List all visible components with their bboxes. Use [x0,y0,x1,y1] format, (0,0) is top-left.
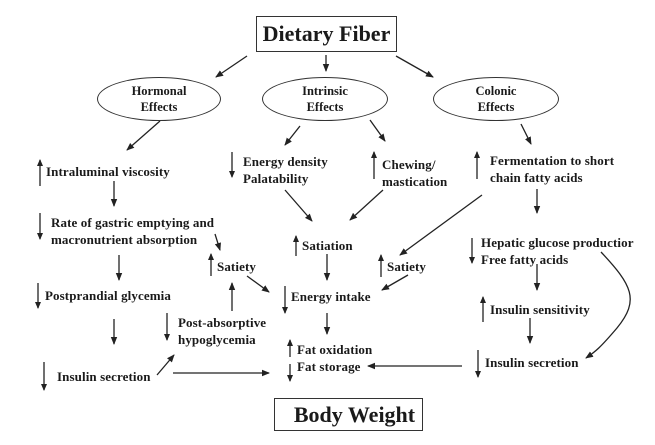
node-text: Insulin secretion [57,369,151,384]
node-insulin-sensitivity: Insulin sensitivity [490,301,590,318]
title-box: Dietary Fiber [256,16,397,52]
edge-energy-density-satiation [284,189,313,222]
colonic-label-2: Effects [477,100,515,114]
node-hepatic-glucose: Hepatic glucose productior Free fatty ac… [481,234,634,268]
title-text: Dietary Fiber [262,21,391,46]
node-text-line-1: Fermentation to short [490,153,615,168]
intrinsic-label-2: Effects [306,100,344,114]
node-text: Postprandial glycemia [45,288,171,303]
edge-satiety-right-energy [381,274,409,291]
edge-chewing-satiation [349,189,384,221]
body-weight-text: Body Weight [293,401,416,427]
node-satiety-left: Satiety [217,258,256,275]
node-satiation: Satiation [302,237,353,254]
edge-fermentation-satiety [399,194,483,256]
node-text-line-1: Fat oxidation [297,342,373,357]
node-text-line-2: hypoglycemia [178,332,256,347]
node-text-line-2: Fat storage [297,359,361,374]
edge-satiety-energy [246,275,270,293]
node-text: Satiety [387,259,426,274]
node-text-line-2: Free fatty acids [481,252,569,267]
node-insulin-secretion-left: Insulin secretion [57,368,151,385]
edge-insulin-hypoglycemia [156,354,175,376]
node-intraluminal-viscosity: Intraluminal viscosity [46,163,170,180]
node-fat-oxidation-storage: Fat oxidation Fat storage [297,341,372,375]
node-text-line-2: mastication [382,174,448,189]
node-gastric-emptying: Rate of gastric emptying and macronutrie… [51,214,214,248]
node-satiety-right: Satiety [387,258,426,275]
node-postprandial-glycemia: Postprandial glycemia [45,287,171,304]
hormonal-label-1: Hormonal [131,84,187,98]
hormonal-effects-ellipse: Hormonal Effects [97,77,221,121]
node-text: Energy intake [291,289,371,304]
node-energy-density: Energy density Palatability [243,153,328,187]
edge-hormonal-viscosity [126,120,161,151]
node-text-line-1: Rate of gastric emptying and [51,215,215,230]
node-chewing: Chewing/ mastication [382,156,447,190]
edge-title-hormonal [215,55,248,78]
body-weight-box: Body Weight [274,398,423,431]
intrinsic-label-1: Intrinsic [302,84,348,98]
edge-intrinsic-energy-density [284,125,301,146]
edge-title-colonic [395,55,434,78]
edge-gastric-satiety [214,233,221,251]
node-text-line-2: macronutrient absorption [51,232,198,247]
edge-intrinsic-chewing [369,119,386,142]
edge-colonic-fermentation [520,123,532,145]
node-post-absorptive-hypoglycemia: Post-absorptive hypoglycemia [178,314,266,348]
node-text-line-1: Chewing/ [382,157,436,172]
colonic-label-1: Colonic [475,84,517,98]
node-energy-intake: Energy intake [291,288,371,305]
node-text: Satiety [217,259,256,274]
node-text: Satiation [302,238,353,253]
node-text: Intraluminal viscosity [46,164,170,179]
node-text-line-1: Energy density [243,154,328,169]
intrinsic-effects-ellipse: Intrinsic Effects [262,77,388,121]
node-insulin-secretion-right: Insulin secretion [485,354,579,371]
edge-hepatic-insulin-curve [585,251,631,359]
node-text-line-2: chain fatty acids [490,170,583,185]
node-text-line-2: Palatability [243,171,309,186]
node-fermentation: Fermentation to short chain fatty acids [490,152,614,186]
hormonal-label-2: Effects [140,100,178,114]
colonic-effects-ellipse: Colonic Effects [433,77,559,121]
node-text: Insulin secretion [485,355,579,370]
node-text-line-1: Hepatic glucose productior [481,235,634,250]
node-text-line-1: Post-absorptive [178,315,267,330]
node-text: Insulin sensitivity [490,302,590,317]
